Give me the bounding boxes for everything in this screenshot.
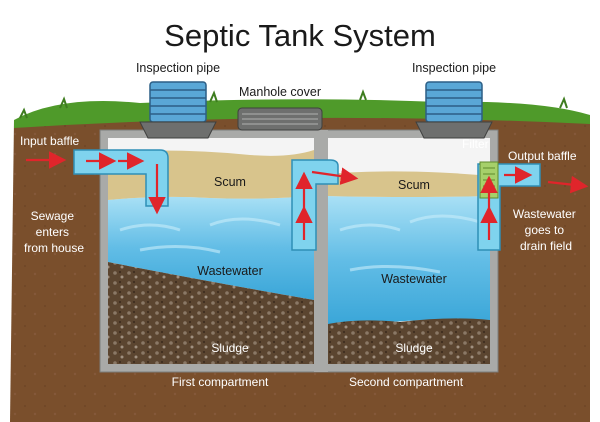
- input-baffle-label: Input baffle: [20, 134, 79, 148]
- sewage-in-label: Sewage enters from house: [24, 209, 84, 255]
- sludge-left-label: Sludge: [211, 341, 249, 355]
- output-baffle-label: Output baffle: [508, 149, 577, 163]
- inspection-pipe-right: [415, 81, 493, 139]
- scum-layer-right: [328, 171, 490, 197]
- wastewater-out-line-1: Wastewater: [513, 207, 576, 221]
- wastewater-out-label: Wastewater goes to drain field: [513, 207, 579, 253]
- first-compartment-label: First compartment: [172, 375, 269, 389]
- manhole-cover: [237, 107, 323, 131]
- sewage-in-line-2: enters: [36, 225, 69, 239]
- inspection-pipe-left: [139, 81, 217, 139]
- wastewater-left-label: Wastewater: [197, 264, 263, 278]
- wastewater-out-line-3: drain field: [520, 239, 572, 253]
- sludge-layer-left: [108, 262, 314, 364]
- scum-right-label: Scum: [398, 178, 430, 192]
- second-compartment-label: Second compartment: [349, 375, 464, 389]
- sewage-in-line-3: from house: [24, 241, 84, 255]
- grass-tufts: [19, 89, 568, 119]
- filter-label: Filter: [462, 137, 489, 151]
- inspection-pipe-left-label: Inspection pipe: [136, 61, 220, 75]
- wastewater-right: [328, 196, 490, 325]
- wastewater-right-label: Wastewater: [381, 272, 447, 286]
- input-baffle-pipe: [73, 149, 169, 207]
- sewage-in-line-1: Sewage: [31, 209, 75, 223]
- scum-left-label: Scum: [214, 175, 246, 189]
- sludge-layer-right: [328, 318, 490, 364]
- manhole-cover-label: Manhole cover: [239, 85, 321, 99]
- flow-arrows: [26, 151, 589, 240]
- wastewater-out-line-2: goes to: [525, 223, 565, 237]
- inspection-pipe-right-label: Inspection pipe: [412, 61, 496, 75]
- divider-wall: [314, 130, 328, 372]
- diagram-title: Septic Tank System: [164, 18, 436, 53]
- sludge-right-label: Sludge: [395, 341, 433, 355]
